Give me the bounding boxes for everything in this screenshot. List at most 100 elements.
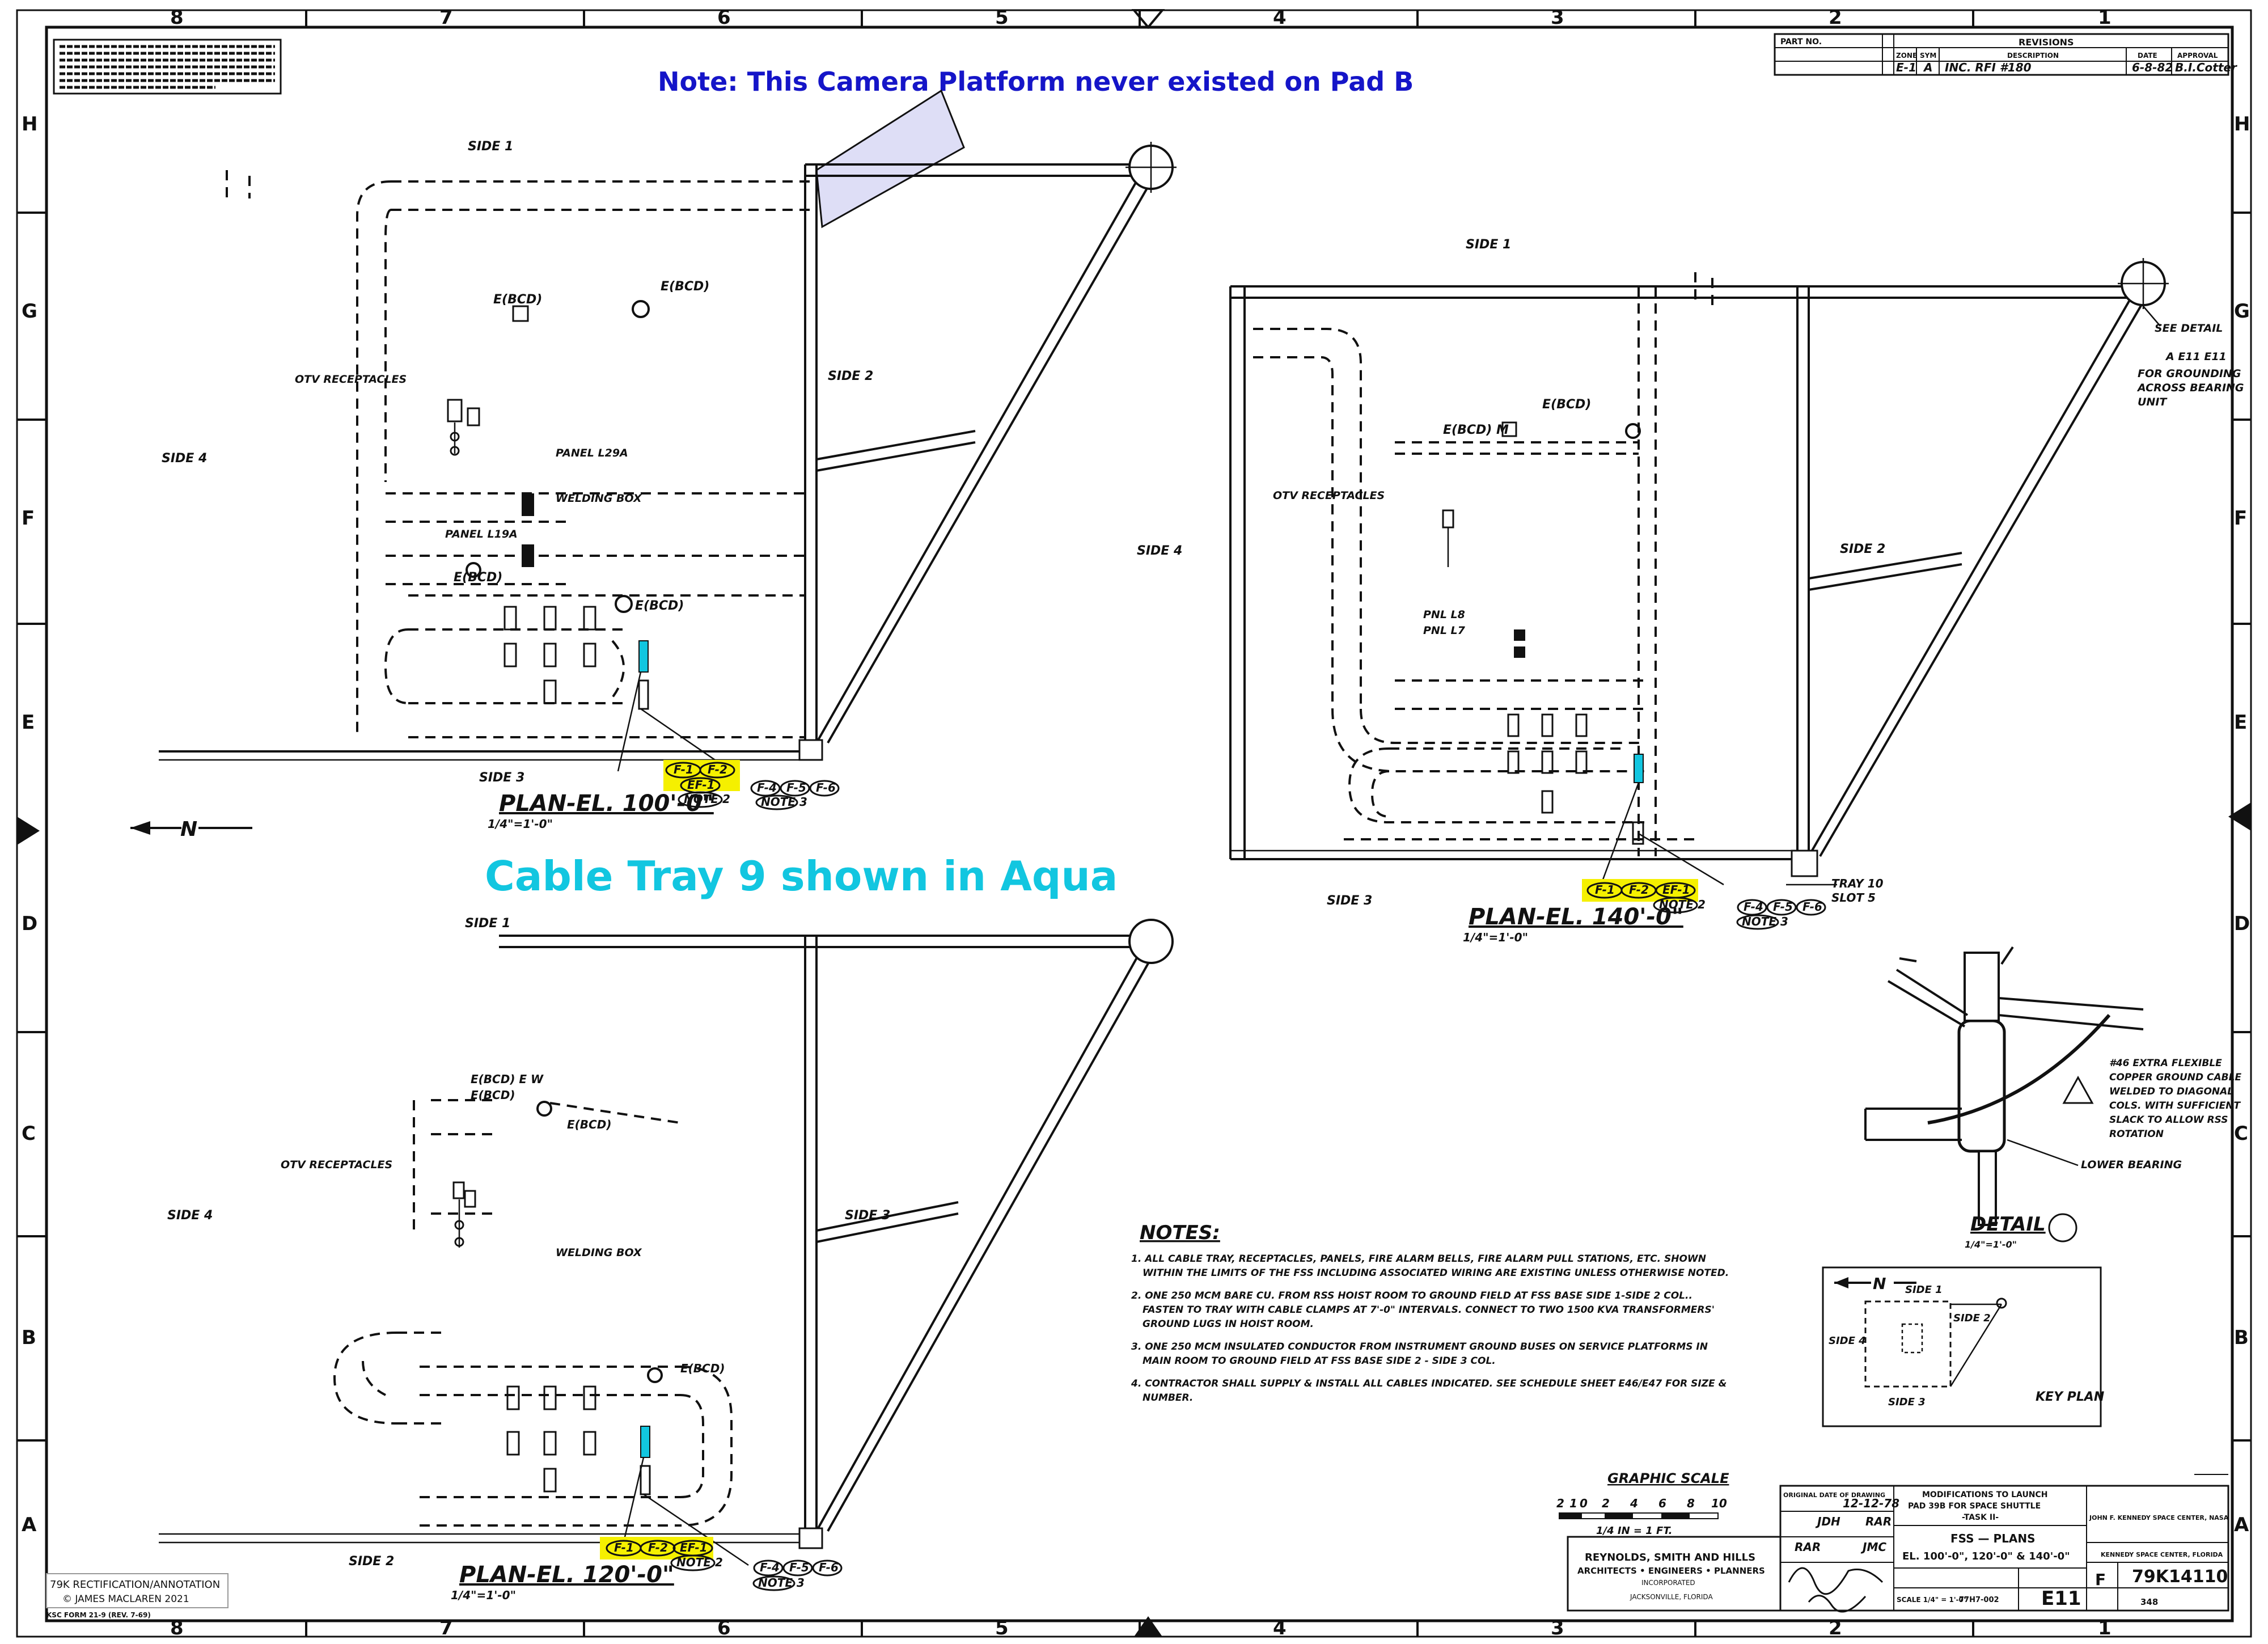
cable-tray-9-icon (640, 1426, 650, 1458)
row-label: D (22, 912, 37, 935)
el140-note3: NOTE 3 (1742, 915, 1788, 928)
disclaimer-block (53, 39, 282, 95)
detail-cable-3: WELDED TO DIAGONAL (2109, 1086, 2233, 1097)
el140-tag-f1: F-1 (1595, 883, 1615, 897)
firm-line4: JACKSONVILLE, FLORIDA (1630, 1593, 1713, 1601)
rev-zone: E-1 (1896, 61, 1916, 74)
el120-tag-f2: F-2 (648, 1541, 668, 1554)
row-label: F (22, 507, 35, 530)
el100-tag-ef1: EF-1 (687, 778, 715, 792)
el100-ebcd-4: E(BCD) (454, 570, 502, 585)
fire-alarm-bell-icon (466, 562, 481, 578)
el140-ebcd-m: E(BCD) M (1443, 423, 1509, 437)
rectification-line1: 79K RECTIFICATION/ANNOTATION (50, 1579, 220, 1591)
col-label: 1 (2098, 6, 2112, 29)
otv-receptacle-icon (452, 1181, 465, 1199)
rectification-line2: © JAMES MACLAREN 2021 (62, 1594, 189, 1605)
tb-scale: SCALE 1/4" = 1'-0" (1897, 1596, 1967, 1604)
rev-col-date: DATE (2138, 52, 2157, 60)
key-plan-label: KEY PLAN (2036, 1390, 2104, 1404)
el100-ebcd-2: E(BCD) (493, 293, 542, 307)
el120-tag-f5: F-5 (789, 1561, 809, 1574)
row-label: E (2234, 711, 2247, 734)
col-label: 7 (439, 1617, 453, 1639)
el140-side4: SIDE 4 (1137, 544, 1182, 558)
tb-project-3: -TASK II- (1962, 1513, 1999, 1522)
tb-sheet-no: 348 (2140, 1597, 2158, 1607)
notes-heading: NOTES: (1140, 1222, 1220, 1244)
el120-note2: NOTE 2 (676, 1556, 723, 1569)
el100-side2: SIDE 2 (828, 369, 873, 383)
col-label: 2 (1829, 1617, 1842, 1639)
el100-panel-b: PANEL L19A (445, 528, 518, 540)
row-label: A (2234, 1514, 2249, 1536)
key-plan-side2: SIDE 2 (1953, 1312, 1991, 1324)
note-line: 3. ONE 250 MCM INSULATED CONDUCTOR FROM … (1131, 1341, 1708, 1353)
plan-el120: SIDE 1 SIDE 3 SIDE 2 SIDE 4 OTV RECEPTAC… (159, 916, 1174, 1602)
notes: NOTES: 1. ALL CABLE TRAY, RECEPTACLES, P… (1131, 1222, 1729, 1404)
el100-scale: 1/4"=1'-0" (488, 817, 553, 831)
sheet-border (16, 9, 2252, 1638)
el100-panel-a: PANEL L29A (556, 447, 628, 459)
el120-ebcd-ew: E(BCD) E W (471, 1072, 544, 1086)
col-label: 3 (1551, 1617, 1564, 1639)
rev-description: INC. RFI #180 (1945, 61, 2032, 74)
scale-tick: 1 (1569, 1497, 1577, 1510)
outlet-icon (454, 1220, 464, 1230)
col-label: 5 (995, 6, 1009, 29)
center-mark-bottom-icon (1134, 1616, 1162, 1637)
scale-tick: 6 (1658, 1497, 1666, 1510)
column-labels-top: 8 7 6 5 4 3 2 1 (170, 6, 2112, 29)
north-arrow: N (130, 818, 252, 841)
cable-tray-9-icon (1634, 754, 1644, 783)
outlet-icon (450, 432, 460, 442)
graphic-scale-title: GRAPHIC SCALE (1607, 1470, 1729, 1486)
el140-tag-f2: F-2 (1629, 883, 1649, 897)
el100-side3: SIDE 3 (479, 771, 524, 785)
el140-tag-f6: F-6 (1802, 900, 1822, 914)
key-plan: N SIDE 1 SIDE 2 SIDE 3 SIDE 4 KEY PLAN (1822, 1266, 2104, 1427)
col-label: 4 (1273, 1617, 1287, 1639)
row-labels-right: H G F E D C B A (2234, 113, 2250, 1536)
camera-platform-overlay (815, 89, 965, 229)
row-label: H (22, 113, 37, 136)
otv-receptacle-icon (467, 407, 480, 426)
scale-tick: 4 (1630, 1497, 1638, 1510)
center-mark-top-icon (1131, 9, 1165, 29)
revisions-block: PART NO. REVISIONS ZONE SYM DESCRIPTION … (1774, 33, 2237, 76)
el140-title: PLAN-EL. 140'-0" (1469, 904, 1683, 930)
tb-drawn: RAR (1795, 1540, 1821, 1554)
el120-tag-f4: F-4 (760, 1561, 780, 1574)
rev-sym: A (1923, 61, 1932, 74)
fire-alarm-bell-icon (1625, 423, 1641, 439)
el140-pnl-b: PNL L7 (1423, 624, 1466, 637)
row-label: E (22, 711, 35, 734)
col-label: 8 (170, 1617, 184, 1639)
note-line: NUMBER. (1143, 1392, 1193, 1404)
rev-col-approval: APPROVAL (2177, 52, 2218, 60)
tb-designer: JDH (1815, 1515, 1840, 1528)
north-label: N (180, 818, 197, 841)
firm-line3: INCORPORATED (1641, 1579, 1695, 1587)
camera-platform-note: Note: This Camera Platform never existed… (658, 66, 1414, 97)
row-labels-left: H G F E D C B A (22, 113, 37, 1536)
el120-side4: SIDE 4 (167, 1208, 213, 1223)
col-label: 1 (2098, 1617, 2112, 1639)
el120-ebcd-3: E(BCD) (680, 1362, 725, 1375)
detail-ref: A E11 E11 (2165, 350, 2227, 363)
el120-side3: SIDE 3 (845, 1208, 890, 1223)
note-line: 2. ONE 250 MCM BARE CU. FROM RSS HOIST R… (1131, 1290, 1692, 1301)
el120-ebcd-2: E(BCD) (567, 1118, 611, 1131)
detail-lower-bearing: LOWER BEARING (2081, 1159, 2182, 1171)
fire-alarm-bell-icon (632, 300, 650, 318)
el100-tag-f5: F-5 (786, 781, 806, 794)
key-plan-side3: SIDE 3 (1888, 1396, 1926, 1408)
el140-side2: SIDE 2 (1840, 542, 1885, 556)
tb-checker: RAR (1865, 1515, 1892, 1528)
col-label: 6 (717, 6, 731, 29)
detail-grounding-2: ACROSS BEARING (2136, 382, 2244, 394)
firm-line2: ARCHITECTS • ENGINEERS • PLANNERS (1577, 1566, 1765, 1576)
signature-scribble (1808, 1595, 1867, 1613)
tb-project-2: PAD 39B FOR SPACE SHUTTLE (1908, 1502, 2041, 1511)
